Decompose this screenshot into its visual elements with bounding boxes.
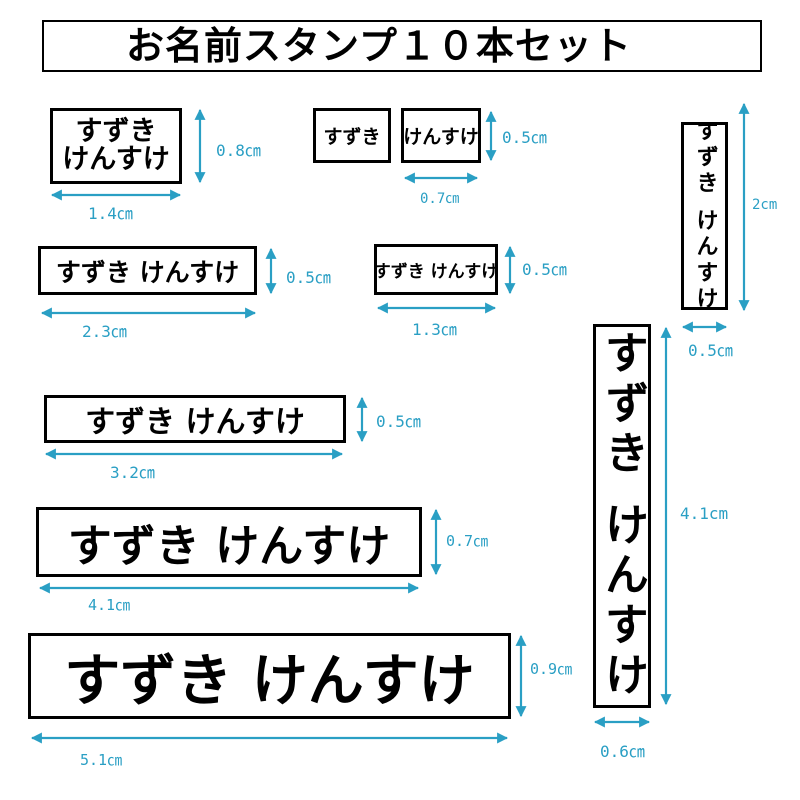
page-title: お名前スタンプ１０本セット (42, 20, 762, 72)
width-label: 0.7㎝ (420, 191, 460, 207)
stamp-line-surname: すずき (75, 115, 157, 147)
stamp-vertical-small: すずき けんすけ (681, 122, 728, 310)
height-label: 0.5㎝ (522, 260, 567, 279)
height-label: 4.1cm (680, 504, 729, 523)
stamp-5x1: すずき けんすけ (28, 633, 511, 719)
width-label: 5.1㎝ (80, 751, 123, 769)
width-label: 0.6㎝ (600, 742, 645, 761)
stamp-2x3: すずき けんすけ (38, 246, 257, 295)
height-label: 2cm (752, 197, 778, 213)
stamp-small-surname: すずき (313, 108, 391, 163)
stamp-line-given: けんすけ (62, 144, 170, 175)
height-label: 0.8㎝ (216, 141, 261, 160)
stamp-1x4-0x8: すずき けんすけ (50, 108, 182, 184)
height-label: 0.5㎝ (502, 128, 547, 147)
width-label: 1.4㎝ (88, 204, 133, 223)
width-label: 3.2㎝ (110, 463, 155, 482)
stamp-3x2: すずき けんすけ (44, 395, 346, 443)
height-label: 0.9㎝ (530, 660, 573, 678)
stamp-vertical-large: すずき けんすけ (593, 324, 651, 708)
stamp-small-given: けんすけ (401, 108, 481, 163)
width-label: 0.5㎝ (688, 341, 733, 360)
width-label: 2.3㎝ (82, 322, 127, 341)
width-label: 1.3㎝ (412, 320, 457, 339)
width-label: 4.1㎝ (88, 596, 131, 614)
height-label: 0.7㎝ (446, 532, 489, 550)
stamp-1x3: すずき けんすけ (374, 244, 498, 295)
height-label: 0.5㎝ (286, 268, 331, 287)
height-label: 0.5㎝ (376, 412, 421, 431)
stamp-4x1: すずき けんすけ (36, 507, 422, 577)
